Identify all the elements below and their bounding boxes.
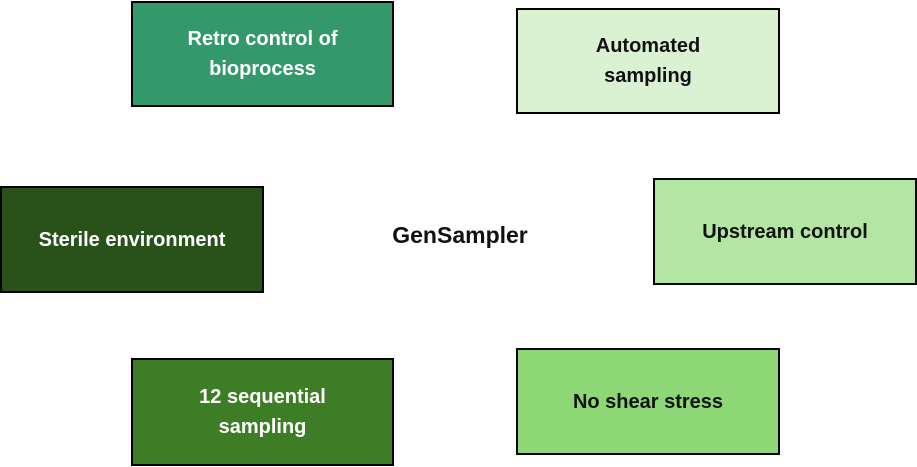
node-automated-sampling: Automated sampling xyxy=(516,8,780,114)
node-label: Sterile environment xyxy=(38,228,226,251)
center-label: GenSampler xyxy=(392,222,528,248)
node-label: 12 sequential sampling xyxy=(199,386,326,438)
node-no-shear-stress: No shear stress xyxy=(516,348,780,455)
node-label: No shear stress xyxy=(572,390,724,413)
node-label: Upstream control xyxy=(702,220,868,243)
node-sequential-sampling: 12 sequential sampling xyxy=(131,358,394,466)
node-retro-control: Retro control of bioprocess xyxy=(131,1,394,107)
node-sterile-environment: Sterile environment xyxy=(0,186,264,293)
node-label: Retro control of bioprocess xyxy=(187,28,338,80)
node-label: Automated sampling xyxy=(595,35,701,87)
node-upstream-control: Upstream control xyxy=(653,178,917,285)
